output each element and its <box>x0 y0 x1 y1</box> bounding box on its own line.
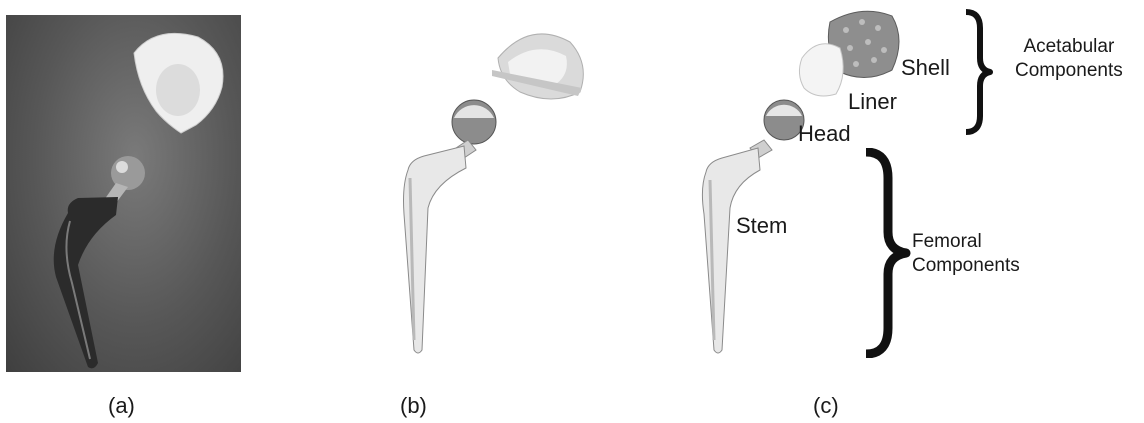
liner-label: Liner <box>848 90 897 114</box>
acetabular-brace-shape <box>962 8 994 136</box>
femoral-label-line2: Components <box>912 254 1020 278</box>
panel-a-photo <box>6 15 241 372</box>
liner-shape <box>799 44 843 96</box>
femoral-brace-shape <box>862 148 912 358</box>
panel-b-illustration <box>380 0 620 423</box>
caption-b: (b) <box>400 395 427 417</box>
acetabular-label-line2: Components <box>1015 59 1123 83</box>
cup-inner-shape <box>156 64 200 116</box>
femoral-label-line1: Femoral <box>912 230 1020 254</box>
stem-label: Stem <box>736 214 787 238</box>
shell-label: Shell <box>901 56 950 80</box>
acetabular-components-label: Acetabular Components <box>1015 35 1123 83</box>
acetabular-label-line1: Acetabular <box>1015 35 1123 59</box>
femoral-components-label: Femoral Components <box>912 230 1020 278</box>
head-label: Head <box>798 122 851 146</box>
caption-a: (a) <box>108 395 135 417</box>
caption-c: (c) <box>813 395 839 417</box>
implant-photo-illustration <box>6 15 241 372</box>
